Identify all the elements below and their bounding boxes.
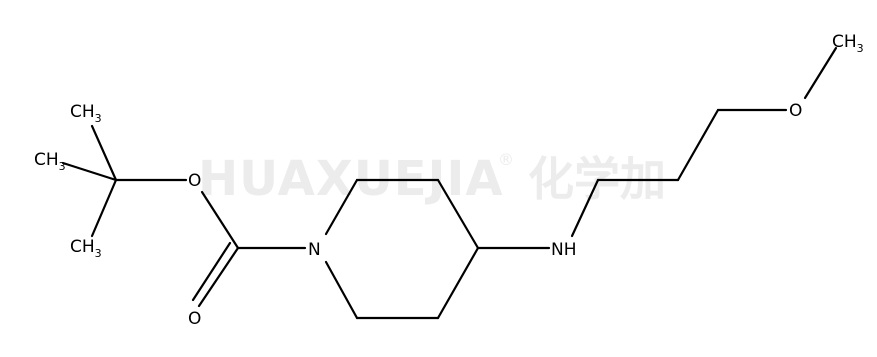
bond-c-o-double-a — [197, 246, 240, 308]
atom-o-ether: O — [789, 101, 802, 121]
atom-ch3-bottom-left: CH3 — [70, 237, 102, 260]
bond-ring-c3-c4 — [436, 178, 480, 250]
atom-n-ring: N — [308, 240, 321, 260]
bond-chain-c2-c3 — [676, 108, 720, 182]
bond-tbu-ch3-left — [61, 161, 118, 182]
atom-o-carbonyl: O — [188, 309, 201, 329]
bonds — [61, 46, 838, 320]
watermark-registered: ® — [498, 150, 514, 169]
bond-o-carbonyl-c — [200, 190, 240, 250]
bond-c-o-double-b — [191, 241, 232, 302]
bond-o-ch3 — [803, 46, 838, 100]
atom-nh: NH — [551, 240, 577, 260]
bond-nh-c1 — [570, 178, 600, 238]
watermark-latin: HUAXUEJIA — [198, 151, 503, 207]
atom-labels: CH3 CH3 CH3 O O N NH O CH3 — [34, 32, 864, 329]
bond-tbu-ch3-bottom — [90, 178, 118, 238]
bond-ring-n-c2 — [324, 178, 359, 236]
atom-o-ester: O — [188, 171, 201, 191]
watermark: HUAXUEJIA ® 化学加 — [198, 150, 666, 207]
bond-tbu-ch3-top — [90, 124, 118, 182]
atom-ch3-right: CH3 — [832, 32, 864, 55]
bond-ring-c4-c5 — [436, 246, 480, 320]
atom-ch3-top-left: CH3 — [70, 102, 102, 125]
bond-ring-c6-n — [324, 260, 359, 320]
atom-ch3-left: CH3 — [34, 150, 66, 173]
